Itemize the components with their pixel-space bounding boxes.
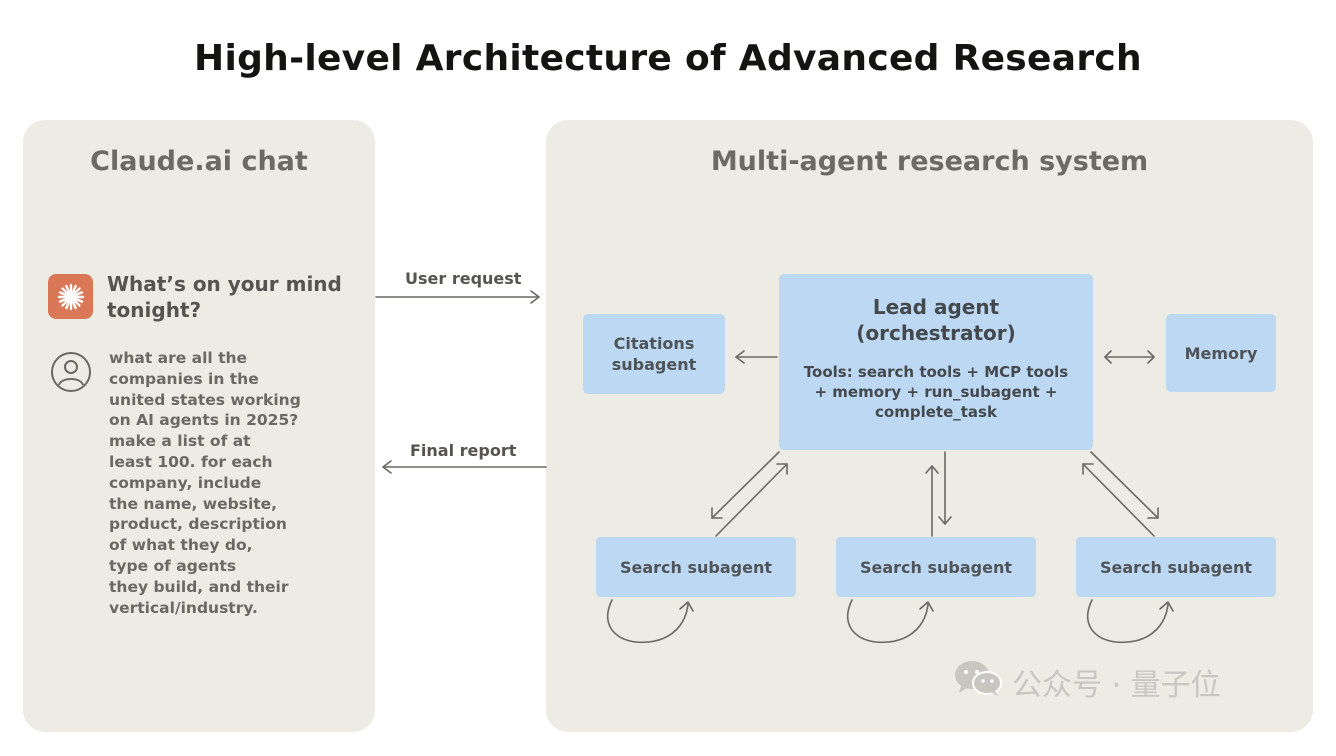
claude-starburst-icon [48, 274, 93, 319]
watermark: 公众号 · 量子位 [952, 658, 1221, 706]
search-subagent-box: Search subagent [836, 537, 1036, 597]
lead-search2-arrows [925, 451, 952, 537]
search-subagent-box: Search subagent [596, 537, 796, 597]
wechat-icon [952, 658, 1004, 706]
user-request-arrow [375, 290, 540, 304]
user-message: what are all the companies in the united… [109, 349, 301, 617]
user-request-label: User request [405, 269, 522, 288]
search2-self-loop [846, 599, 934, 644]
search-subagent-box: Search subagent [1076, 537, 1276, 597]
claude-chat-panel-title: Claude.ai chat [90, 146, 308, 177]
citations-subagent-box: Citations subagent [583, 314, 725, 394]
lead-search1-arrows [711, 451, 788, 537]
lead-agent-tools: Tools: search tools + MCP tools + memory… [803, 363, 1069, 421]
search3-self-loop [1086, 599, 1174, 644]
lead-agent-box: Lead agent (orchestrator) Tools: search … [779, 274, 1093, 450]
claude-chat-panel: Claude.ai chat [23, 120, 375, 732]
final-report-arrow [382, 460, 547, 474]
user-avatar-icon [50, 351, 92, 397]
final-report-label: Final report [410, 441, 517, 460]
lead-search3-arrows [1082, 451, 1159, 537]
lead-to-citations-arrow [735, 350, 778, 364]
lead-memory-arrow [1104, 350, 1155, 364]
chat-prompt: What’s on your mind tonight? [107, 272, 342, 322]
lead-agent-title: Lead agent (orchestrator) [856, 295, 1016, 345]
multi-agent-panel-title: Multi-agent research system [710, 146, 1149, 177]
search1-self-loop [606, 599, 694, 644]
watermark-text: 公众号 · 量子位 [1012, 668, 1221, 703]
memory-box: Memory [1166, 314, 1276, 392]
diagram-title: High-level Architecture of Advanced Rese… [194, 38, 1142, 79]
